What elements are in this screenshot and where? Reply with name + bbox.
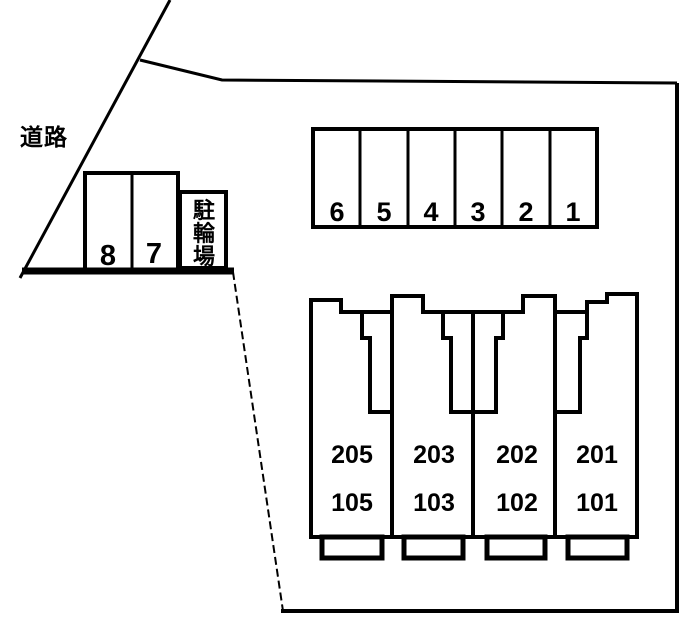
parking-stall-label-6: 6 bbox=[329, 197, 344, 227]
entrance-alcove-unit-203 bbox=[441, 312, 473, 414]
porch-tab-unit-105 bbox=[319, 534, 385, 561]
unit-label-101: 101 bbox=[576, 489, 618, 517]
bicycle-parking-char-2: 輪 bbox=[193, 221, 215, 246]
unit-label-103: 103 bbox=[413, 489, 455, 517]
unit-label-205: 205 bbox=[331, 441, 373, 469]
entrance-alcove-unit-205 bbox=[360, 312, 392, 414]
road-label: 道路 bbox=[20, 124, 68, 150]
parking-stall-label-2: 2 bbox=[518, 197, 533, 227]
parking-stall-label-5: 5 bbox=[376, 197, 391, 227]
boundary-lower-diagonal bbox=[232, 271, 284, 612]
parking-stall-label-1: 1 bbox=[565, 197, 580, 227]
entrance-alcove-unit-202 bbox=[473, 312, 505, 414]
parking-space-label-7: 7 bbox=[146, 238, 162, 270]
unit-label-201: 201 bbox=[576, 441, 618, 469]
top-parking-dividers bbox=[358, 129, 552, 227]
unit-label-202: 202 bbox=[496, 441, 538, 469]
entrance-alcove-unit-201 bbox=[555, 312, 589, 414]
building-outline bbox=[309, 292, 639, 539]
unit-label-105: 105 bbox=[331, 489, 373, 517]
porch-tab-unit-103 bbox=[401, 534, 466, 561]
boundary-left-diagonal bbox=[18, 0, 172, 279]
parking-space-label-8: 8 bbox=[100, 240, 116, 272]
unit-label-102: 102 bbox=[496, 489, 538, 517]
parking-stall-label-3: 3 bbox=[470, 197, 485, 227]
bicycle-parking-outline bbox=[178, 190, 228, 270]
porch-tab-unit-102 bbox=[484, 534, 548, 561]
porch-tab-unit-101 bbox=[565, 534, 630, 561]
bicycle-parking-char-3: 場 bbox=[193, 244, 215, 269]
unit-label-203: 203 bbox=[413, 441, 455, 469]
bicycle-parking-char-1: 駐 bbox=[193, 198, 215, 223]
parking-stall-label-4: 4 bbox=[423, 197, 438, 227]
boundary-top bbox=[139, 58, 678, 85]
